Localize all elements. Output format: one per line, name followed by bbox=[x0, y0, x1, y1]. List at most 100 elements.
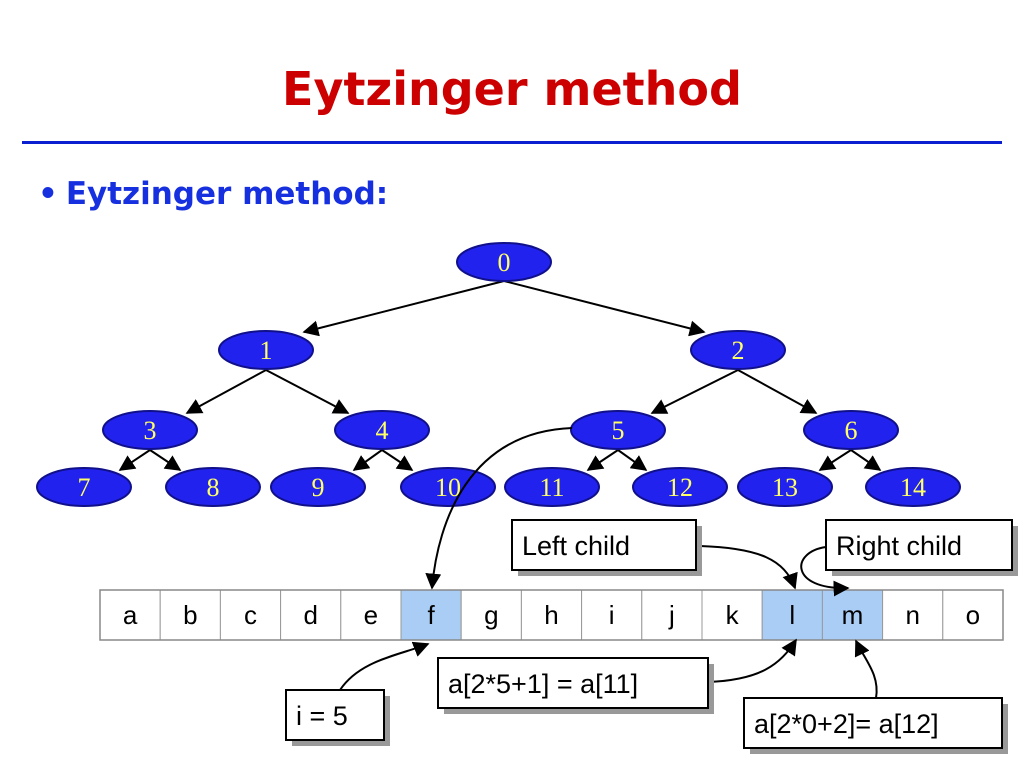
arrow-leftformula-to-l bbox=[707, 638, 797, 683]
left-formula-label: a[2*5+1] = a[11] bbox=[448, 669, 638, 699]
array-cell-f: f bbox=[400, 589, 462, 641]
right-formula-callout: a[2*0+2]= a[12] bbox=[743, 697, 1008, 754]
title-divider bbox=[22, 141, 1002, 144]
left-child-label: Left child bbox=[522, 531, 630, 561]
edge-3-8 bbox=[149, 449, 182, 471]
array-cell-label: e bbox=[364, 600, 378, 630]
tree-node-4: 4 bbox=[334, 410, 430, 450]
array-cell-label: n bbox=[905, 600, 919, 630]
tree-node-10: 10 bbox=[400, 467, 496, 507]
edge-2-6 bbox=[737, 369, 818, 414]
tree-node-5: 5 bbox=[570, 410, 666, 450]
tree-node-ellipse bbox=[456, 242, 552, 282]
tree-node-label: 12 bbox=[667, 473, 693, 502]
tree-node-3: 3 bbox=[102, 410, 198, 450]
arrow-i-to-f bbox=[339, 641, 430, 691]
arrow-rightchild-to-m bbox=[800, 546, 850, 597]
array-cell-label: c bbox=[244, 600, 257, 630]
tree-node-ellipse bbox=[165, 467, 261, 507]
array-cell-c: c bbox=[219, 589, 282, 641]
array-cell-l: l bbox=[761, 589, 823, 641]
tree-node-ellipse bbox=[102, 410, 198, 450]
array-cell-label: k bbox=[726, 600, 740, 630]
right-child-label: Right child bbox=[836, 531, 962, 561]
array-cell-box bbox=[99, 589, 161, 641]
tree-node-6: 6 bbox=[803, 410, 899, 450]
tree-node-ellipse bbox=[632, 467, 728, 507]
tree-node-ellipse bbox=[270, 467, 366, 507]
tree-node-ellipse bbox=[504, 467, 600, 507]
array-cell-label: i bbox=[609, 600, 615, 630]
array-cell-g: g bbox=[460, 589, 522, 641]
array-cell-label: o bbox=[966, 600, 980, 630]
right-child-callout: Right child bbox=[825, 519, 1018, 576]
tree-node-label: 1 bbox=[260, 336, 273, 365]
bullet-heading: •Eytzinger method: bbox=[38, 176, 388, 212]
array-cell-b: b bbox=[159, 589, 221, 641]
tree-node-ellipse bbox=[865, 467, 961, 507]
tree-node-ellipse bbox=[690, 330, 786, 370]
edge-4-10 bbox=[381, 449, 414, 471]
array-cell-box bbox=[641, 589, 703, 641]
edge-0-1 bbox=[302, 280, 505, 337]
array-cell-label: a bbox=[123, 600, 138, 630]
array-cell-j: j bbox=[641, 589, 703, 641]
tree-node-1: 1 bbox=[218, 330, 314, 370]
edge-1-3 bbox=[185, 369, 267, 414]
array-cell-o: o bbox=[942, 589, 1004, 641]
array-cell-i: i bbox=[581, 589, 643, 641]
tree-node-ellipse bbox=[334, 410, 430, 450]
edge-5-11 bbox=[586, 449, 619, 471]
tree-node-ellipse bbox=[36, 467, 132, 507]
left-formula-callout: a[2*5+1] = a[11] bbox=[437, 657, 714, 714]
tree-node-label: 14 bbox=[900, 473, 926, 502]
array-cell-label: d bbox=[303, 600, 317, 630]
index-label: i = 5 bbox=[296, 701, 348, 731]
index-callout: i = 5 bbox=[285, 689, 390, 746]
edge-2-5 bbox=[650, 369, 739, 414]
array-cell-m: m bbox=[821, 589, 884, 641]
annotation-arrows bbox=[339, 427, 878, 699]
array-cell-box bbox=[460, 589, 522, 641]
edge-3-7 bbox=[118, 449, 151, 471]
tree-node-2: 2 bbox=[690, 330, 786, 370]
tree-node-13: 13 bbox=[737, 467, 833, 507]
array-border bbox=[99, 589, 1004, 641]
tree-node-12: 12 bbox=[632, 467, 728, 507]
array-cell-label: l bbox=[789, 600, 795, 630]
edge-6-14 bbox=[850, 449, 882, 471]
tree-node-label: 4 bbox=[376, 416, 389, 445]
edge-1-4 bbox=[265, 369, 350, 414]
tree-node-9: 9 bbox=[270, 467, 366, 507]
tree-node-7: 7 bbox=[36, 467, 132, 507]
array-cell-label: h bbox=[544, 600, 558, 630]
array-cell-label: b bbox=[183, 600, 197, 630]
array-cell-box bbox=[219, 589, 282, 641]
tree-node-14: 14 bbox=[865, 467, 961, 507]
array-cell-label: f bbox=[427, 600, 435, 630]
tree-node-label: 3 bbox=[144, 416, 157, 445]
tree-node-label: 0 bbox=[498, 248, 511, 277]
array-cell-box bbox=[340, 589, 402, 641]
tree-node-ellipse bbox=[803, 410, 899, 450]
array-cell-k: k bbox=[701, 589, 763, 641]
tree-node-label: 7 bbox=[78, 473, 91, 502]
tree-node-label: 2 bbox=[732, 336, 745, 365]
tree-node-ellipse bbox=[737, 467, 833, 507]
right-formula-label: a[2*0+2]= a[12] bbox=[754, 709, 939, 739]
bullet-dot: • bbox=[38, 176, 58, 212]
tree-node-ellipse bbox=[218, 330, 314, 370]
bullet-text: Eytzinger method: bbox=[65, 176, 389, 212]
tree-node-label: 13 bbox=[772, 473, 798, 502]
arrow-node5-to-f bbox=[425, 427, 573, 590]
edge-5-12 bbox=[617, 449, 648, 471]
tree-node-label: 11 bbox=[539, 473, 564, 502]
edge-6-13 bbox=[818, 449, 852, 471]
left-child-callout: Left child bbox=[511, 519, 702, 576]
tree-node-label: 5 bbox=[612, 416, 625, 445]
array-cell-e: e bbox=[340, 589, 402, 641]
tree-node-label: 6 bbox=[845, 416, 858, 445]
